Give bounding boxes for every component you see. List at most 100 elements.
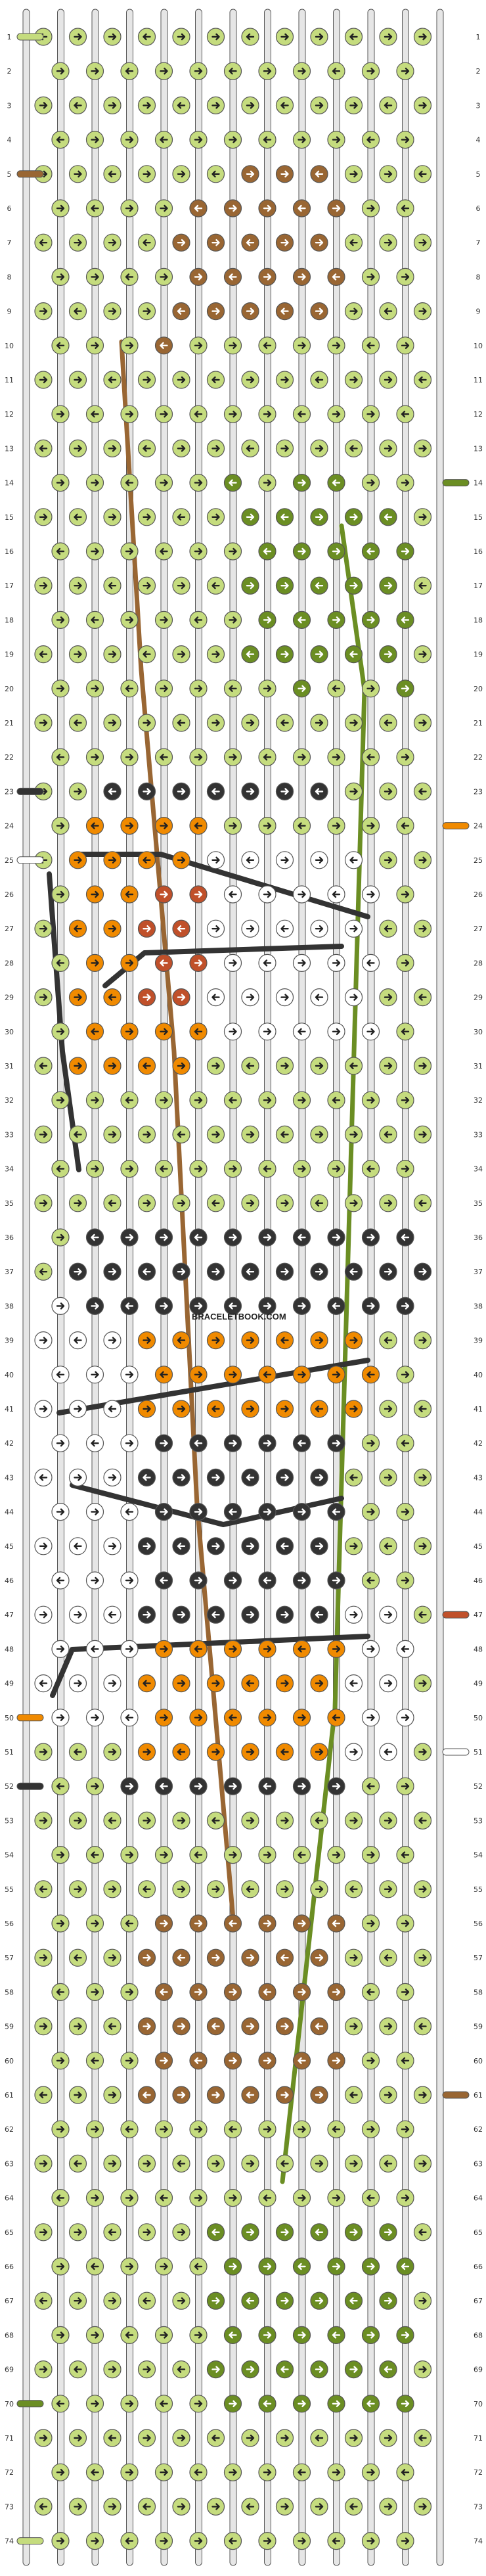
knot (120, 1434, 139, 1452)
arrow-icon (298, 68, 306, 75)
row-number-right: 33 (474, 1130, 483, 1139)
arrow-icon (74, 2228, 82, 2236)
knot (51, 1846, 70, 1864)
knot (120, 62, 139, 80)
arrow-icon (108, 170, 117, 177)
knot (85, 131, 104, 149)
knot (154, 2189, 173, 2207)
row-number-right: 47 (474, 1611, 483, 1619)
knot (413, 302, 432, 321)
row-number-left: 17 (5, 582, 14, 590)
knot (154, 2257, 173, 2276)
knot (396, 1503, 414, 1521)
knot (34, 714, 53, 732)
arrow-icon (229, 342, 237, 349)
arrow-icon (56, 685, 65, 692)
knot (361, 1640, 380, 1658)
knot (85, 1709, 104, 1727)
arrow-icon (401, 2126, 410, 2133)
arrow-icon (263, 1645, 272, 1653)
knot (379, 233, 397, 252)
arrow-icon (366, 1783, 375, 1790)
arrow-icon (125, 1028, 134, 1035)
arrow-icon (315, 1954, 324, 1962)
arrow-icon (246, 1062, 255, 1070)
knot (206, 782, 225, 801)
arrow-icon (39, 651, 48, 658)
knot (137, 576, 156, 595)
arrow-icon (125, 685, 134, 692)
arrow-icon (246, 2434, 255, 2442)
arrow-icon (246, 925, 255, 932)
arrow-icon (177, 1268, 186, 1276)
arrow-icon (315, 1337, 324, 1344)
knot (292, 405, 311, 423)
arrow-icon (160, 959, 168, 967)
arrow-icon (349, 2228, 358, 2236)
arrow-icon (280, 2297, 289, 2305)
arrow-icon (39, 308, 48, 315)
row-number-left: 28 (5, 959, 14, 967)
knot (206, 1125, 225, 1144)
row-number-left: 43 (5, 1473, 14, 1482)
arrow-icon (332, 2126, 341, 2133)
arrow-icon (74, 513, 82, 520)
arrow-icon (194, 685, 203, 692)
row-number-left: 7 (7, 239, 12, 247)
knot (68, 1125, 87, 1144)
knot (361, 1503, 380, 1521)
row-number-right: 5 (476, 170, 481, 179)
knot (379, 2291, 397, 2310)
knot (327, 1777, 345, 1795)
arrow-icon (56, 1233, 65, 1241)
knot (396, 405, 414, 423)
knot (292, 2532, 311, 2550)
knot (344, 233, 363, 252)
knot (292, 1846, 311, 1864)
knot (275, 439, 294, 458)
knot (310, 165, 328, 183)
thread-strand (280, 523, 367, 2184)
knot (379, 1194, 397, 1212)
arrow-icon (246, 788, 255, 795)
arrow-icon (177, 2228, 186, 2236)
arrow-icon (298, 1576, 306, 1584)
knot (258, 1159, 276, 1178)
knot (223, 748, 242, 766)
string-end-icon (16, 787, 44, 795)
arrow-icon (332, 1851, 341, 1858)
knot (275, 919, 294, 938)
knot (310, 28, 328, 46)
knot (189, 2532, 208, 2550)
row-number-right: 53 (474, 1816, 483, 1825)
arrow-icon (125, 2332, 134, 2339)
arrow-icon (160, 2057, 168, 2064)
row-number-left: 21 (5, 719, 14, 727)
arrow-icon (160, 1097, 168, 1104)
arrow-icon (315, 2023, 324, 2030)
arrow-icon (177, 1611, 186, 1619)
knot (413, 1743, 432, 1761)
arrow-icon (56, 1440, 65, 1447)
arrow-icon (229, 1165, 237, 1172)
knot (120, 473, 139, 492)
knot (344, 1948, 363, 1967)
knot (172, 1331, 190, 1350)
arrow-icon (280, 1542, 289, 1550)
knot (310, 2223, 328, 2242)
knot (379, 2429, 397, 2447)
arrow-icon (246, 376, 255, 384)
arrow-icon (177, 33, 186, 41)
arrow-icon (246, 1268, 255, 1276)
knot (103, 371, 121, 389)
arrow-icon (160, 1920, 168, 1927)
knot (413, 1125, 432, 1144)
knot (275, 1674, 294, 1693)
knot (189, 954, 208, 973)
knot (310, 439, 328, 458)
knot (103, 2154, 121, 2173)
knot (310, 508, 328, 526)
arrow-icon (39, 376, 48, 384)
row-number-left: 34 (5, 1165, 14, 1174)
arrow-icon (56, 1165, 65, 1172)
